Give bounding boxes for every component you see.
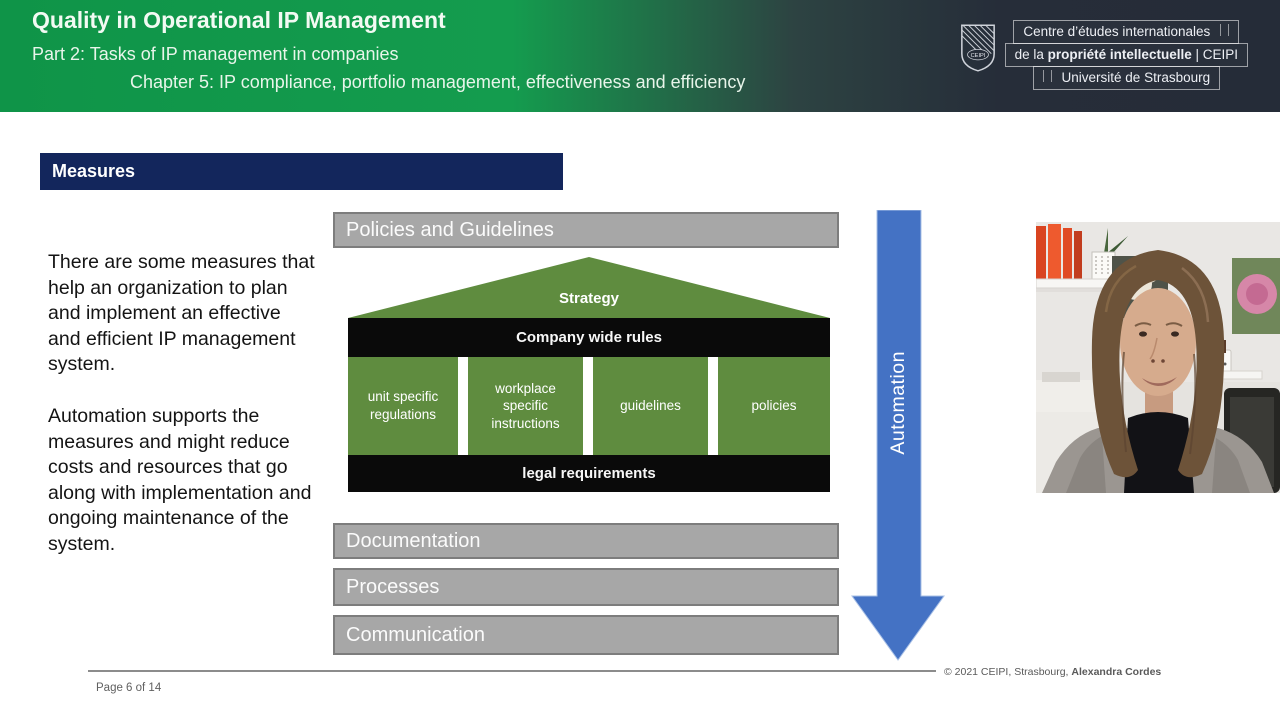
diagram-column-guidelines: guidelines: [593, 357, 708, 455]
ceipi-logo-text: Centre d’études internationales de la pr…: [1004, 20, 1248, 90]
diagram-column-workplace-specific-instructions: workplace specific instructions: [468, 357, 583, 455]
body-text: There are some measures that help an org…: [48, 250, 316, 584]
ceipi-shield-icon: CEIPI: [960, 24, 995, 72]
diagram-bar-policies-and-guidelines: Policies and Guidelines: [333, 212, 839, 248]
page-number: Page 6 of 14: [96, 682, 162, 694]
logo-line-2-suffix: | CEIPI: [1191, 47, 1238, 62]
diagram-roof-shape: [348, 257, 830, 318]
body-paragraph-2: Automation supports the measures and mig…: [48, 404, 312, 555]
slide-header: Quality in Operational IP Management Par…: [0, 0, 1280, 112]
footer-divider: [88, 670, 936, 672]
logo-line-3: Université de Strasbourg: [1032, 66, 1221, 90]
diagram-columns: unit specific regulations workplace spec…: [348, 357, 830, 455]
subtitle-chapter: Chapter 5: IP compliance, portfolio mana…: [130, 72, 746, 92]
logo-line-2-bold: propriété intellectuelle: [1047, 47, 1192, 62]
ceipi-shield-text: CEIPI: [970, 53, 985, 59]
diagram-strategy-label: Strategy: [558, 290, 620, 307]
subtitle-part: Part 2: Tasks of IP management in compan…: [32, 44, 399, 64]
presenter-video-scene: [1036, 222, 1280, 493]
diagram-legal-requirements: legal requirements: [348, 455, 830, 492]
copyright-text: © 2021 CEIPI, Strasbourg,: [944, 666, 1072, 678]
diagram-bar-communication: Communication: [333, 615, 839, 655]
pink-rose-picture: [1232, 258, 1280, 334]
copyright-author: Alexandra Cordes: [1071, 666, 1162, 678]
logo-line-1: Centre d’études internationales: [1013, 20, 1240, 44]
automation-arrow-icon: [851, 210, 945, 661]
diagram-bar-processes: Processes: [333, 568, 839, 606]
section-title-bar: Measures: [40, 153, 563, 190]
diagram-bar-documentation: Documentation: [333, 523, 839, 559]
ceipi-logo: CEIPI Centre d’études internationales de…: [959, 20, 1248, 90]
diagram-column-unit-specific-regulations: unit specific regulations: [348, 357, 458, 455]
diagram-company-wide-rules: Company wide rules: [348, 318, 830, 357]
logo-line-2-prefix: de la: [1014, 47, 1048, 62]
logo-line-2: de la propriété intellectuelle | CEIPI: [1004, 43, 1248, 67]
body-paragraph-1: There are some measures that help an org…: [48, 251, 315, 376]
footer-copyright: © 2021 CEIPI, Strasbourg, Alexandra Cord…: [944, 666, 1161, 678]
page-title: Quality in Operational IP Management: [32, 7, 446, 33]
presenter-person: [1042, 250, 1274, 493]
presenter-webcam: [1036, 222, 1280, 493]
diagram-column-policies: policies: [718, 357, 830, 455]
shelf-top-left: [1036, 224, 1149, 292]
